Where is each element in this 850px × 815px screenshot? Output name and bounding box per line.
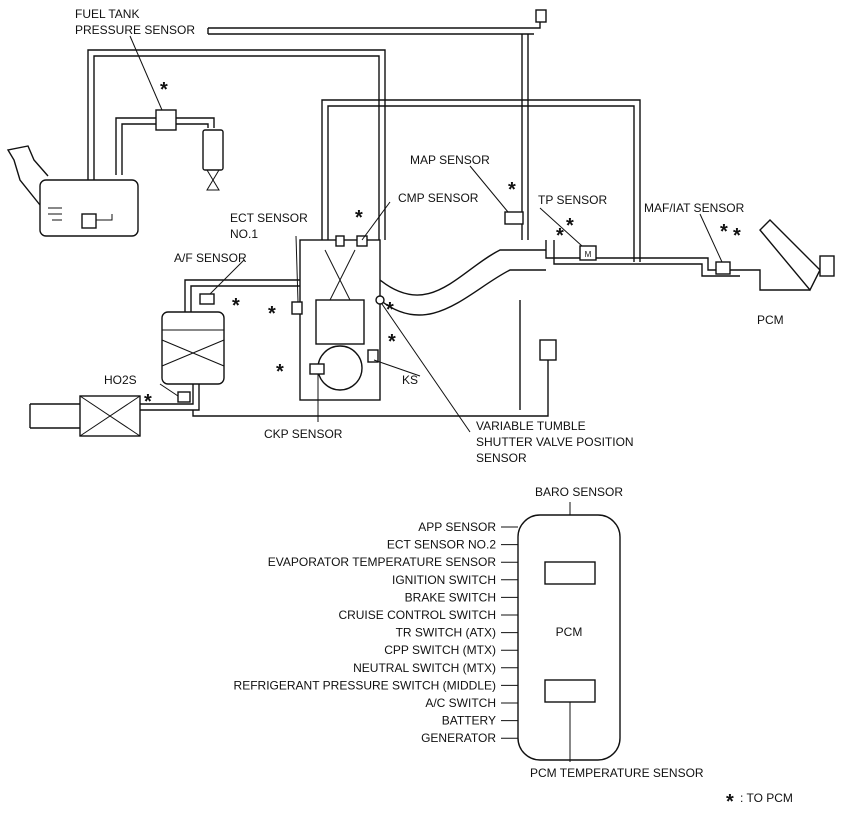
pcm-input-label: GENERATOR	[421, 731, 496, 745]
pcm-input-label: BATTERY	[442, 714, 496, 728]
exhaust	[29, 279, 300, 437]
pcm-input-label: APP SENSOR	[418, 520, 496, 534]
asterisk-tp-2: *	[566, 215, 574, 237]
baro-sensor-label: BARO SENSOR	[535, 485, 623, 499]
pcm-input-label: REFRIGERANT PRESSURE SWITCH (MIDDLE)	[234, 678, 496, 692]
fuel-tank-pressure-sensor	[155, 109, 177, 131]
pcm-input-label: TR SWITCH (ATX)	[396, 626, 496, 640]
asterisk-maf-1: *	[720, 221, 728, 243]
pcm-input-label: BRAKE SWITCH	[405, 590, 496, 604]
system-layout	[6, 9, 835, 437]
fuel-tank-pressure-sensor-label: FUEL TANK	[75, 7, 139, 21]
upper-labels: FUEL TANK PRESSURE SENSOR MAP SENSOR CMP…	[75, 7, 784, 465]
tp-motor-mark: M	[585, 250, 592, 259]
maf-sensor-body	[715, 261, 731, 275]
baro-sensor-box	[544, 561, 596, 585]
pcm-input-label: A/C SWITCH	[425, 696, 496, 710]
vts-label-3: SENSOR	[476, 451, 527, 465]
leader-lines	[129, 35, 723, 433]
ks-label: KS	[402, 373, 418, 387]
pcm-label: PCM	[556, 625, 583, 639]
pcm-input-label: IGNITION SWITCH	[392, 573, 496, 587]
asterisk-fuel-tank: *	[160, 79, 168, 101]
engine	[299, 235, 381, 401]
asterisk-vts: *	[386, 299, 394, 321]
ho2s-label: HO2S	[104, 373, 137, 387]
ect-sensor-1-body	[291, 301, 303, 315]
ckp-sensor-body	[309, 363, 325, 375]
af-sensor-label: A/F SENSOR	[174, 251, 247, 265]
tp-sensor-body	[579, 245, 597, 261]
asterisk-af: *	[232, 295, 240, 317]
pcm-temperature-sensor-label: PCM TEMPERATURE SENSOR	[530, 766, 704, 780]
asterisk-ckp: *	[276, 361, 284, 383]
vts-label-2: SHUTTER VALVE POSITION	[476, 435, 634, 449]
pcm-input-diagram: BARO SENSOR PCM PCM TEMPERATURE SENSOR A…	[234, 485, 704, 780]
ho2s-body	[177, 391, 191, 403]
pcm-input-label: ECT SENSOR NO.2	[387, 538, 496, 552]
ect-sensor-1-label: ECT SENSOR	[230, 211, 308, 225]
pcv-valve	[539, 339, 557, 361]
asterisk-ho2s: *	[144, 391, 152, 413]
evap-piping	[87, 9, 547, 240]
map-sensor-body	[504, 211, 524, 225]
ckp-sensor-label: CKP SENSOR	[264, 427, 343, 441]
legend: * : TO PCM	[726, 791, 793, 813]
pcm-input-label: CPP SWITCH (MTX)	[384, 643, 496, 657]
asterisk-ect-1: *	[268, 303, 276, 325]
asterisk-maf-2: *	[733, 225, 741, 247]
asterisk-cmp: *	[355, 207, 363, 229]
asterisk-tp-1: *	[556, 225, 564, 247]
pcm-input-label: EVAPORATOR TEMPERATURE SENSOR	[268, 555, 497, 569]
ks-body	[367, 349, 379, 363]
legend-text: : TO PCM	[740, 791, 793, 805]
intake-manifold	[379, 249, 546, 296]
af-sensor-body	[199, 293, 215, 305]
map-sensor-label: MAP SENSOR	[410, 153, 490, 167]
asterisk-map: *	[508, 179, 516, 201]
pcm-temperature-sensor-box	[544, 679, 596, 703]
pcm-input-label: CRUISE CONTROL SWITCH	[338, 608, 496, 622]
cmp-sensor-label: CMP SENSOR	[398, 191, 479, 205]
pcm-upper-label: PCM	[757, 313, 784, 327]
fuel-tank	[6, 145, 139, 237]
purge-canister	[202, 129, 224, 191]
ect-sensor-1-label-2: NO.1	[230, 227, 258, 241]
pcm-input-label: NEUTRAL SWITCH (MTX)	[353, 661, 496, 675]
vts-sensor-body	[375, 295, 385, 305]
maf-iat-sensor-label: MAF/IAT SENSOR	[644, 201, 745, 215]
vts-label-1: VARIABLE TUMBLE	[476, 419, 586, 433]
fuel-tank-pressure-sensor-label-2: PRESSURE SENSOR	[75, 23, 195, 37]
pcm-markers: * * * * * * * * * * * * *	[144, 79, 741, 413]
air-cleaner	[740, 219, 835, 292]
tp-sensor-label: TP SENSOR	[538, 193, 607, 207]
legend-asterisk: *	[726, 791, 734, 813]
asterisk-ks: *	[388, 331, 396, 353]
